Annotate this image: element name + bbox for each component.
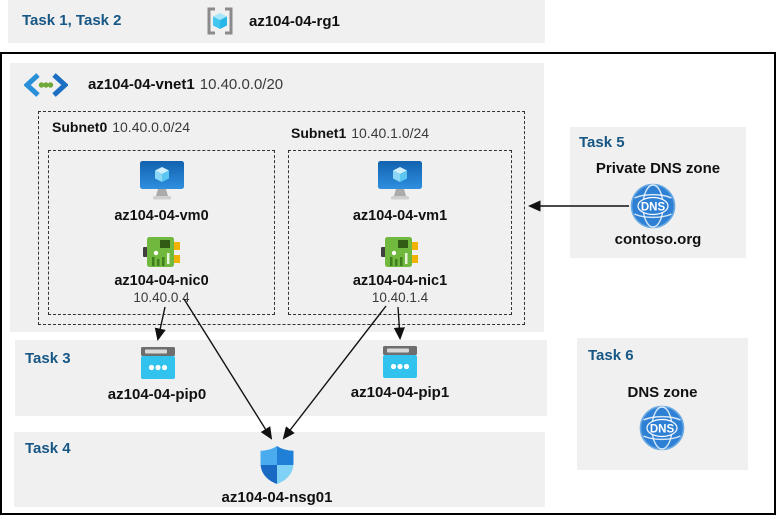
resource-group-name: az104-04-rg1 (249, 13, 340, 30)
nic0-ip: 10.40.0.4 (133, 290, 190, 305)
nic1-ip: 10.40.1.4 (371, 290, 429, 305)
task4-label: Task 4 (25, 440, 71, 457)
pip0-icon (140, 347, 176, 379)
pip1-name: az104-04-pip1 (350, 384, 450, 401)
pip1-icon (382, 346, 418, 378)
private-dns-zone-title: Private DNS zone (595, 160, 721, 177)
nic0-icon (142, 236, 181, 268)
subnet1-name: Subnet1 (291, 125, 347, 141)
task6-label: Task 6 (588, 347, 634, 364)
subnet0-cidr: 10.40.0.0/24 (112, 119, 191, 135)
nic1-icon (381, 236, 419, 268)
virtual-network-icon (24, 72, 68, 98)
svg-text:DNS: DNS (650, 424, 675, 436)
task3-label: Task 3 (25, 350, 71, 367)
vnet-name: az104-04-vnet1 (88, 76, 195, 93)
private-dns-zone-name: contoso.org (614, 231, 702, 248)
dns-zone-icon: DNS (639, 405, 685, 451)
vm1-name: az104-04-vm1 (352, 208, 448, 224)
vm0-icon (139, 161, 185, 201)
task5-label: Task 5 (579, 134, 625, 151)
nsg-icon (260, 446, 294, 484)
resource-group-boundary (0, 52, 776, 515)
subnet1-cidr: 10.40.1.0/24 (351, 125, 430, 141)
vm1-icon (377, 161, 423, 201)
svg-text:DNS: DNS (641, 202, 666, 214)
pip0-name: az104-04-pip0 (107, 386, 207, 403)
resource-group-icon (205, 6, 235, 36)
nic1-name: az104-04-nic1 (352, 273, 448, 289)
task3-band: Task 3 az104-04-pip0 az104-04-pip1 (15, 340, 547, 416)
task4-band: Task 4 az104-04-nsg01 (14, 432, 545, 507)
nsg-name: az104-04-nsg01 (221, 489, 333, 506)
subnet1-box: az104-04-vm1 az104-04-nic1 10.40.1.4 (288, 150, 512, 315)
vm0-name: az104-04-vm0 (114, 208, 209, 224)
dns-zone-title: DNS zone (627, 384, 698, 401)
nic0-name: az104-04-nic0 (114, 273, 209, 289)
task12-label: Task 1, Task 2 (22, 12, 122, 29)
subnet0-name: Subnet0 (52, 119, 108, 135)
task6-box: Task 6 DNS zone DNS (577, 338, 748, 470)
subnet0-box: az104-04-vm0 az104-04-nic0 10.40.0.4 (48, 150, 275, 315)
task5-box: Task 5 Private DNS zone DNS contoso.org (570, 127, 746, 258)
private-dns-zone-icon: DNS (630, 183, 676, 229)
subnets-boundary (38, 111, 525, 325)
vnet-cidr: 10.40.0.0/20 (199, 76, 284, 93)
task12-band: Task 1, Task 2 az104-04-rg1 (8, 0, 545, 43)
